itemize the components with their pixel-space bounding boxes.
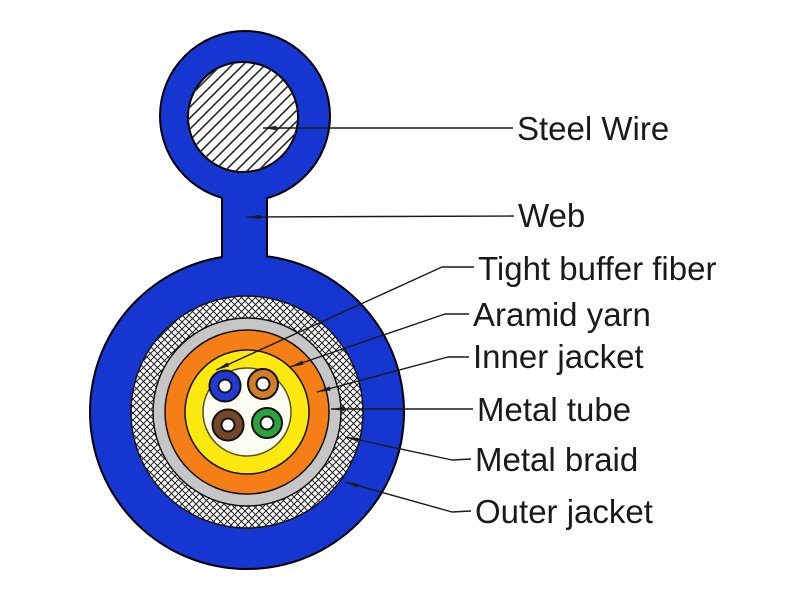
label-tight-buffer-fiber: Tight buffer fiber bbox=[478, 250, 716, 287]
leader-line-inner-jacket bbox=[316, 356, 469, 393]
leader-line-metal-braid bbox=[344, 436, 472, 461]
label-web: Web bbox=[518, 197, 585, 234]
fiber-orange-hole bbox=[255, 376, 271, 392]
leader-line-web bbox=[246, 214, 515, 220]
label-metal-tube: Metal tube bbox=[477, 391, 631, 428]
leader-line-outer-jacket bbox=[344, 481, 472, 513]
labels: Steel Wire Web Tight buffer fiber Aramid… bbox=[473, 110, 716, 530]
fiber-blue-hole bbox=[217, 378, 233, 394]
leader-lines bbox=[215, 125, 515, 513]
leader-line-aramid-yarn bbox=[289, 313, 469, 368]
fiber-green-hole bbox=[259, 415, 275, 431]
web-section bbox=[223, 180, 266, 270]
label-inner-jacket: Inner jacket bbox=[473, 338, 644, 375]
label-metal-braid: Metal braid bbox=[475, 441, 638, 478]
label-steel-wire: Steel Wire bbox=[517, 110, 669, 147]
label-aramid-yarn: Aramid yarn bbox=[473, 296, 651, 333]
fiber-brown-hole bbox=[220, 417, 236, 433]
steel-wire-hatch-pattern bbox=[188, 62, 298, 172]
tight-buffer-fibers bbox=[208, 368, 283, 442]
label-outer-jacket: Outer jacket bbox=[475, 493, 653, 530]
leader-line-tight-buffer-fiber bbox=[215, 266, 474, 371]
